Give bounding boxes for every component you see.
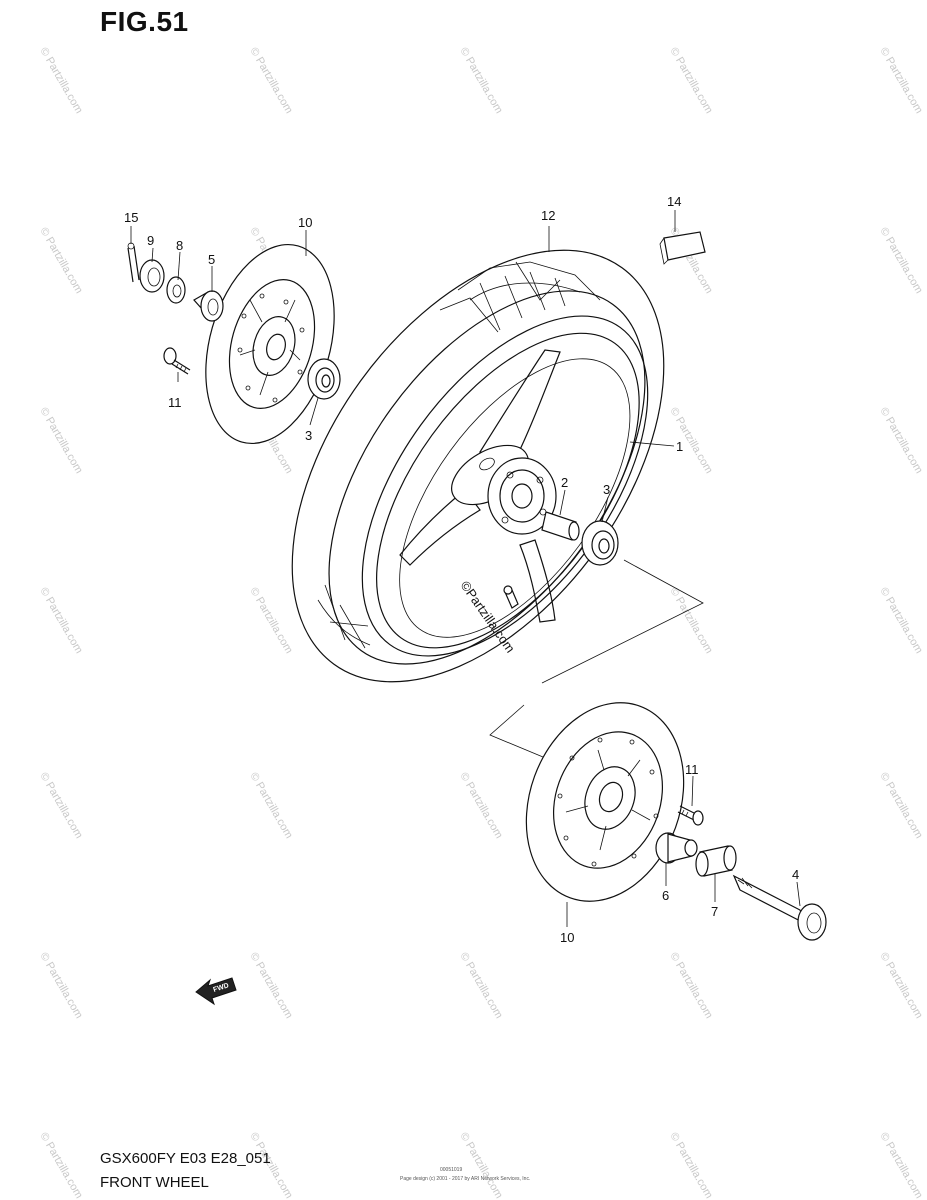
watermark-text: © Partzilla.com — [667, 586, 714, 656]
watermark-text: © Partzilla.com — [667, 951, 714, 1021]
watermark-text: © Partzilla.com — [457, 951, 504, 1021]
cotter-pin — [127, 242, 140, 283]
watermark-text: © Partzilla.com — [877, 1131, 924, 1200]
assembly-guide-lines — [489, 559, 704, 763]
watermark-text: © Partzilla.com — [667, 406, 714, 476]
watermark-text: © Partzilla.com — [667, 46, 714, 116]
callout-4: 4 — [792, 867, 799, 882]
callout-1: 1 — [676, 439, 683, 454]
callout-5: 5 — [208, 252, 215, 267]
wheel-bearing-left — [307, 358, 341, 400]
wheel-rim — [361, 315, 649, 657]
section-title: FRONT WHEEL — [100, 1174, 209, 1191]
callout-14: 14 — [667, 194, 681, 209]
callout-3-left: 3 — [305, 428, 312, 443]
watermark-text: © Partzilla.com — [877, 951, 924, 1021]
footer-copyright: Page design (c) 2001 - 2017 by ARI Netwo… — [400, 1176, 531, 1182]
watermark-text: © Partzilla.com — [877, 46, 924, 116]
collar-right — [655, 832, 698, 864]
leader-lines — [130, 210, 801, 927]
washer — [166, 276, 186, 304]
figure-title: FIG.51 — [100, 6, 189, 37]
watermark-text: © Partzilla.com — [247, 771, 294, 841]
watermark-text: © Partzilla.com — [247, 586, 294, 656]
callout-10-bottom: 10 — [560, 930, 574, 945]
watermark-text: © Partzilla.com — [247, 46, 294, 116]
callout-2: 2 — [561, 475, 568, 490]
watermark-text: © Partzilla.com — [877, 586, 924, 656]
watermark-grid: © Partzilla.com © Partzilla.com © Partzi… — [37, 46, 924, 1200]
watermark-text: © Partzilla.com — [37, 1131, 84, 1200]
watermark-text: © Partzilla.com — [877, 406, 924, 476]
watermark-text: © Partzilla.com — [667, 1131, 714, 1200]
callout-12: 12 — [541, 208, 555, 223]
watermark-text: © Partzilla.com — [37, 46, 84, 116]
watermark-text: © Partzilla.com — [877, 226, 924, 296]
axle-spacer — [695, 845, 737, 877]
watermark-text: © Partzilla.com — [37, 586, 84, 656]
brake-disc-left — [205, 243, 335, 445]
fwd-label: FWD — [212, 982, 229, 994]
callout-9: 9 — [147, 233, 154, 248]
callout-7: 7 — [711, 904, 718, 919]
watermark-text: © Partzilla.com — [37, 406, 84, 476]
callout-3-right: 3 — [603, 482, 610, 497]
watermark-text: © Partzilla.com — [877, 771, 924, 841]
forward-arrow: FWD — [195, 977, 237, 1006]
balance-weight — [659, 231, 706, 265]
callout-10-top: 10 — [298, 215, 312, 230]
brake-disc-right — [525, 702, 685, 902]
watermark-text: © Partzilla.com — [457, 771, 504, 841]
disc-bolt-right — [677, 805, 704, 826]
disc-bolt-left — [163, 347, 191, 375]
wheel-bearing-right — [581, 520, 619, 566]
footer-code: 00051019 — [440, 1167, 463, 1173]
front-axle — [732, 874, 827, 941]
callout-8: 8 — [176, 238, 183, 253]
hub-spacer — [541, 511, 580, 541]
callout-11-bottom: 11 — [685, 762, 699, 777]
watermark-text: © Partzilla.com — [37, 951, 84, 1021]
callout-15: 15 — [124, 210, 138, 225]
collar-left — [193, 290, 224, 322]
callout-6: 6 — [662, 888, 669, 903]
callout-labels: 15 9 8 5 10 11 3 12 14 1 2 3 11 4 6 7 10 — [124, 194, 799, 945]
watermark-text: © Partzilla.com — [37, 226, 84, 296]
watermark-text: © Partzilla.com — [457, 46, 504, 116]
axle-nut — [139, 259, 165, 293]
callout-11-top: 11 — [168, 395, 182, 410]
watermark-text: © Partzilla.com — [457, 1131, 504, 1200]
watermark-text: © Partzilla.com — [247, 951, 294, 1021]
model-code: GSX600FY E03 E28_051 — [100, 1150, 271, 1167]
watermark-text: © Partzilla.com — [37, 771, 84, 841]
